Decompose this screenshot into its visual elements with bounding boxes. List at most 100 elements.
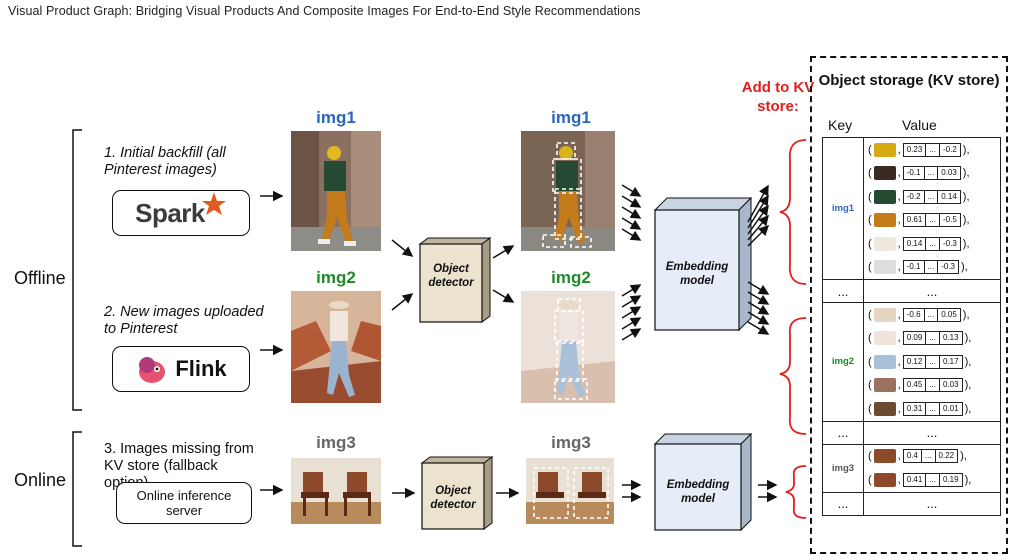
comma: , <box>897 332 901 345</box>
vector-value: ... <box>926 214 940 227</box>
vector-value: 0.19 <box>942 474 959 484</box>
vector-value: ... <box>926 355 940 368</box>
kv-key-img2: img2 <box>822 302 864 422</box>
paren: ), <box>964 332 972 345</box>
object-thumbnail <box>873 472 896 487</box>
vector-value: -0.3 <box>941 262 955 272</box>
kv-dots: ... <box>822 420 864 445</box>
paren: ), <box>962 214 970 227</box>
kv-store-container <box>810 56 1008 554</box>
paren: ( <box>868 402 872 415</box>
object-thumbnail <box>873 331 896 346</box>
comma: , <box>897 308 901 321</box>
kv-values-img3: (,0.4...0.22),(,0.41...0.19), <box>863 443 1001 493</box>
img2-title-b: img2 <box>551 268 591 287</box>
vector-value: 0.17 <box>942 356 959 366</box>
kv-value-row: (,0.4...0.22), <box>864 445 1000 469</box>
vector-value: ... <box>925 261 939 274</box>
object-thumbnail <box>873 378 896 393</box>
embedding-vector: 0.4...0.22 <box>902 449 959 464</box>
comma: , <box>897 450 901 463</box>
vector-value: 0.03 <box>941 168 957 178</box>
embedding-model-shape-a <box>653 196 753 332</box>
comma: , <box>897 214 901 227</box>
paren: ( <box>868 379 872 392</box>
object-thumbnail <box>873 307 896 322</box>
comma: , <box>897 402 901 415</box>
embedding-model-shape-b <box>653 432 753 532</box>
embedding-model-label-b: Embedding model <box>666 479 730 505</box>
kv-table: img1 (,0.23...-0.2),(,-0.1...0.03),(,-0.… <box>822 137 1001 516</box>
vector-value: 0.05 <box>941 309 957 319</box>
step-3-text: 3. Images missing from KV store (fallbac… <box>104 441 254 491</box>
vector-value: 0.61 <box>904 214 927 227</box>
vector-value: 0.45 <box>904 379 927 392</box>
paper-header: Visual Product Graph: Bridging Visual Pr… <box>8 4 641 18</box>
img3-title-a: img3 <box>316 433 356 452</box>
vector-value: ... <box>925 190 939 203</box>
vector-value: 0.31 <box>904 402 927 415</box>
object-thumbnail <box>873 236 896 251</box>
img1-photo <box>291 131 381 251</box>
vector-value: -0.3 <box>942 238 957 248</box>
vector-value: 0.14 <box>941 191 957 201</box>
object-thumbnail <box>873 166 896 181</box>
vector-value: ... <box>926 473 940 486</box>
embedding-vector: -0.6...0.05 <box>902 307 961 322</box>
embedding-vector: 0.61...-0.5 <box>902 213 961 228</box>
kv-value-row: (,-0.6...0.05), <box>864 303 1000 327</box>
paren: ( <box>868 261 872 274</box>
vector-value: ... <box>925 167 939 180</box>
img3-detected-photo <box>526 458 614 524</box>
object-thumbnail <box>873 401 896 416</box>
paren: ), <box>964 473 972 486</box>
comma: , <box>897 190 901 203</box>
kv-value-row: (,0.09...0.13), <box>864 327 1000 351</box>
spark-star-icon <box>201 192 226 215</box>
kv-store-title: Object storage (KV store) <box>818 72 1000 89</box>
img1-detected-photo <box>521 131 615 251</box>
step-2-text: 2. New images uploaded to Pinterest <box>104 304 264 337</box>
vector-value: -0.1 <box>904 167 925 180</box>
paren: ( <box>868 237 872 250</box>
vector-value: -0.2 <box>942 144 957 154</box>
kv-dots: ... <box>863 279 1001 303</box>
embedding-vector: 0.31...0.01 <box>902 401 963 416</box>
paren: ), <box>962 237 970 250</box>
vector-value: ... <box>925 308 939 321</box>
paren: ), <box>964 402 972 415</box>
paren: ( <box>868 473 872 486</box>
paren: ( <box>868 450 872 463</box>
kv-value-row: (,0.61...-0.5), <box>864 209 1000 233</box>
paren: ), <box>962 190 970 203</box>
object-thumbnail <box>873 354 896 369</box>
kv-dots: ... <box>822 279 864 303</box>
object-thumbnail <box>873 142 896 157</box>
vector-value: 0.23 <box>904 143 927 156</box>
object-detector-shape-a <box>418 237 492 323</box>
step-1-text: 1. Initial backfill (all Pinterest image… <box>104 145 226 178</box>
spark-logo: Spark <box>112 190 250 236</box>
kv-value-row: (,0.14...-0.3), <box>864 232 1000 256</box>
vector-value: 0.01 <box>942 403 959 413</box>
kv-dots: ... <box>822 491 864 516</box>
object-thumbnail <box>873 449 896 464</box>
img1-title-b: img1 <box>551 108 591 127</box>
embedding-vector: 0.23...-0.2 <box>902 142 961 157</box>
paren: ( <box>868 308 872 321</box>
kv-value-row: (,-0.2...0.14), <box>864 185 1000 209</box>
object-detector-shape-b <box>420 456 494 530</box>
kv-value-row: (,0.41...0.19), <box>864 468 1000 492</box>
paren: ), <box>962 308 970 321</box>
paren: ( <box>868 214 872 227</box>
embedding-vector: 0.14...-0.3 <box>902 236 961 251</box>
vector-value: -0.6 <box>904 308 925 321</box>
vector-value: ... <box>922 450 936 463</box>
object-thumbnail <box>873 213 896 228</box>
vector-value: -0.5 <box>942 215 957 225</box>
flink-wordmark: Flink <box>175 356 227 381</box>
img1-title-a: img1 <box>316 108 356 127</box>
kv-values-img1: (,0.23...-0.2),(,-0.1...0.03),(,-0.2...0… <box>863 137 1001 280</box>
embedding-vector: -0.1...0.03 <box>902 166 961 181</box>
vector-value: 0.09 <box>904 332 927 345</box>
